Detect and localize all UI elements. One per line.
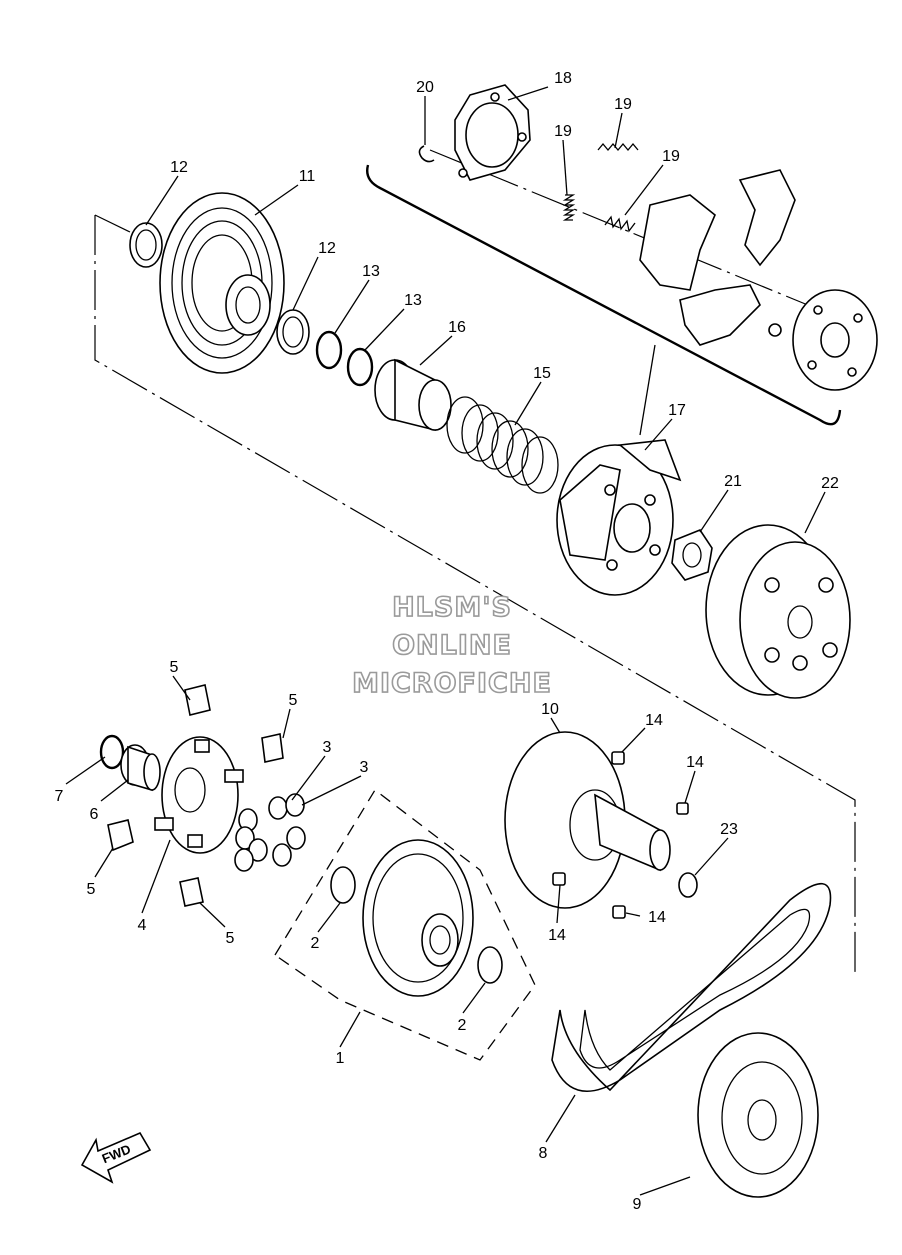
callout-19: 19 [662,148,680,165]
part-21-nut [671,529,713,581]
callout-17: 17 [668,402,686,419]
callout-3: 3 [360,759,369,776]
part-14-bolts [552,751,689,919]
callout-3: 3 [323,739,332,756]
callout-12: 12 [170,159,188,176]
part-20-circlip [418,145,435,163]
part-7-o-ring [99,734,125,770]
watermark-line-3: MICROFICHE [352,668,552,699]
callout-5: 5 [289,692,298,709]
callout-1: 1 [336,1050,345,1067]
callout-11: 11 [299,168,316,185]
part-8-v-belt [551,882,832,1092]
callout-13: 13 [362,263,380,280]
part-11-secondary-sheave [159,192,285,374]
callout-18: 18 [554,70,572,87]
watermark: HLSM'S ONLINE MICROFICHE [351,591,552,700]
part-15-compression-spring [446,396,559,494]
leader-lines [65,86,826,1196]
part-16-guide-collar [374,358,452,432]
part-2-collars [330,866,503,984]
callout-14: 14 [548,927,566,944]
callout-2: 2 [311,935,320,952]
callout-21: 21 [724,473,742,490]
callout-5: 5 [170,659,179,676]
part-23-washer [678,872,698,898]
watermark-line-1: HLSM'S [392,592,512,623]
callout-2: 2 [458,1017,467,1034]
callout-14: 14 [645,712,663,729]
part-clutch-shoe-set-upper [639,169,796,346]
callout-5: 5 [226,930,235,947]
callout-10: 10 [541,701,559,718]
callout-14: 14 [648,909,666,926]
part-10-drive-sheave [504,731,671,909]
part-19-springs [562,142,639,233]
callout-numbers: 20 18 19 19 19 12 11 12 13 13 16 15 17 2… [55,70,839,1213]
part-17-clutch-carrier [556,439,682,596]
part-5-sliders [107,684,284,907]
part-18-gasket-plate [454,84,531,181]
callout-20: 20 [416,79,434,96]
callout-19: 19 [614,96,632,113]
callout-9: 9 [633,1196,642,1213]
callout-12: 12 [318,240,336,257]
part-4-cam-plate [154,736,244,854]
part-6-collar [120,744,161,792]
fwd-direction-arrow: FWD [80,1131,152,1184]
part-12-seal-b [276,309,310,355]
assembly-boundary-lines [94,149,856,975]
callout-7: 7 [55,788,64,805]
callout-19: 19 [554,123,572,140]
callout-4: 4 [138,917,147,934]
part-9-fan-pulley [697,1032,819,1198]
callout-15: 15 [533,365,551,382]
callout-8: 8 [539,1145,548,1162]
part-clutch-plate-upper [792,289,878,391]
part-22-clutch-housing [705,524,851,699]
part-13-o-rings [315,330,374,387]
callout-5: 5 [87,881,96,898]
callout-23: 23 [720,821,738,838]
callout-13: 13 [404,292,422,309]
part-3-weight-rollers [234,793,306,872]
callout-6: 6 [90,806,99,823]
part-1-primary-sheave [362,839,474,997]
callout-14: 14 [686,754,704,771]
watermark-line-2: ONLINE [392,630,512,661]
callout-22: 22 [821,475,839,492]
callout-16: 16 [448,319,466,336]
part-12-seal-a [129,222,163,268]
